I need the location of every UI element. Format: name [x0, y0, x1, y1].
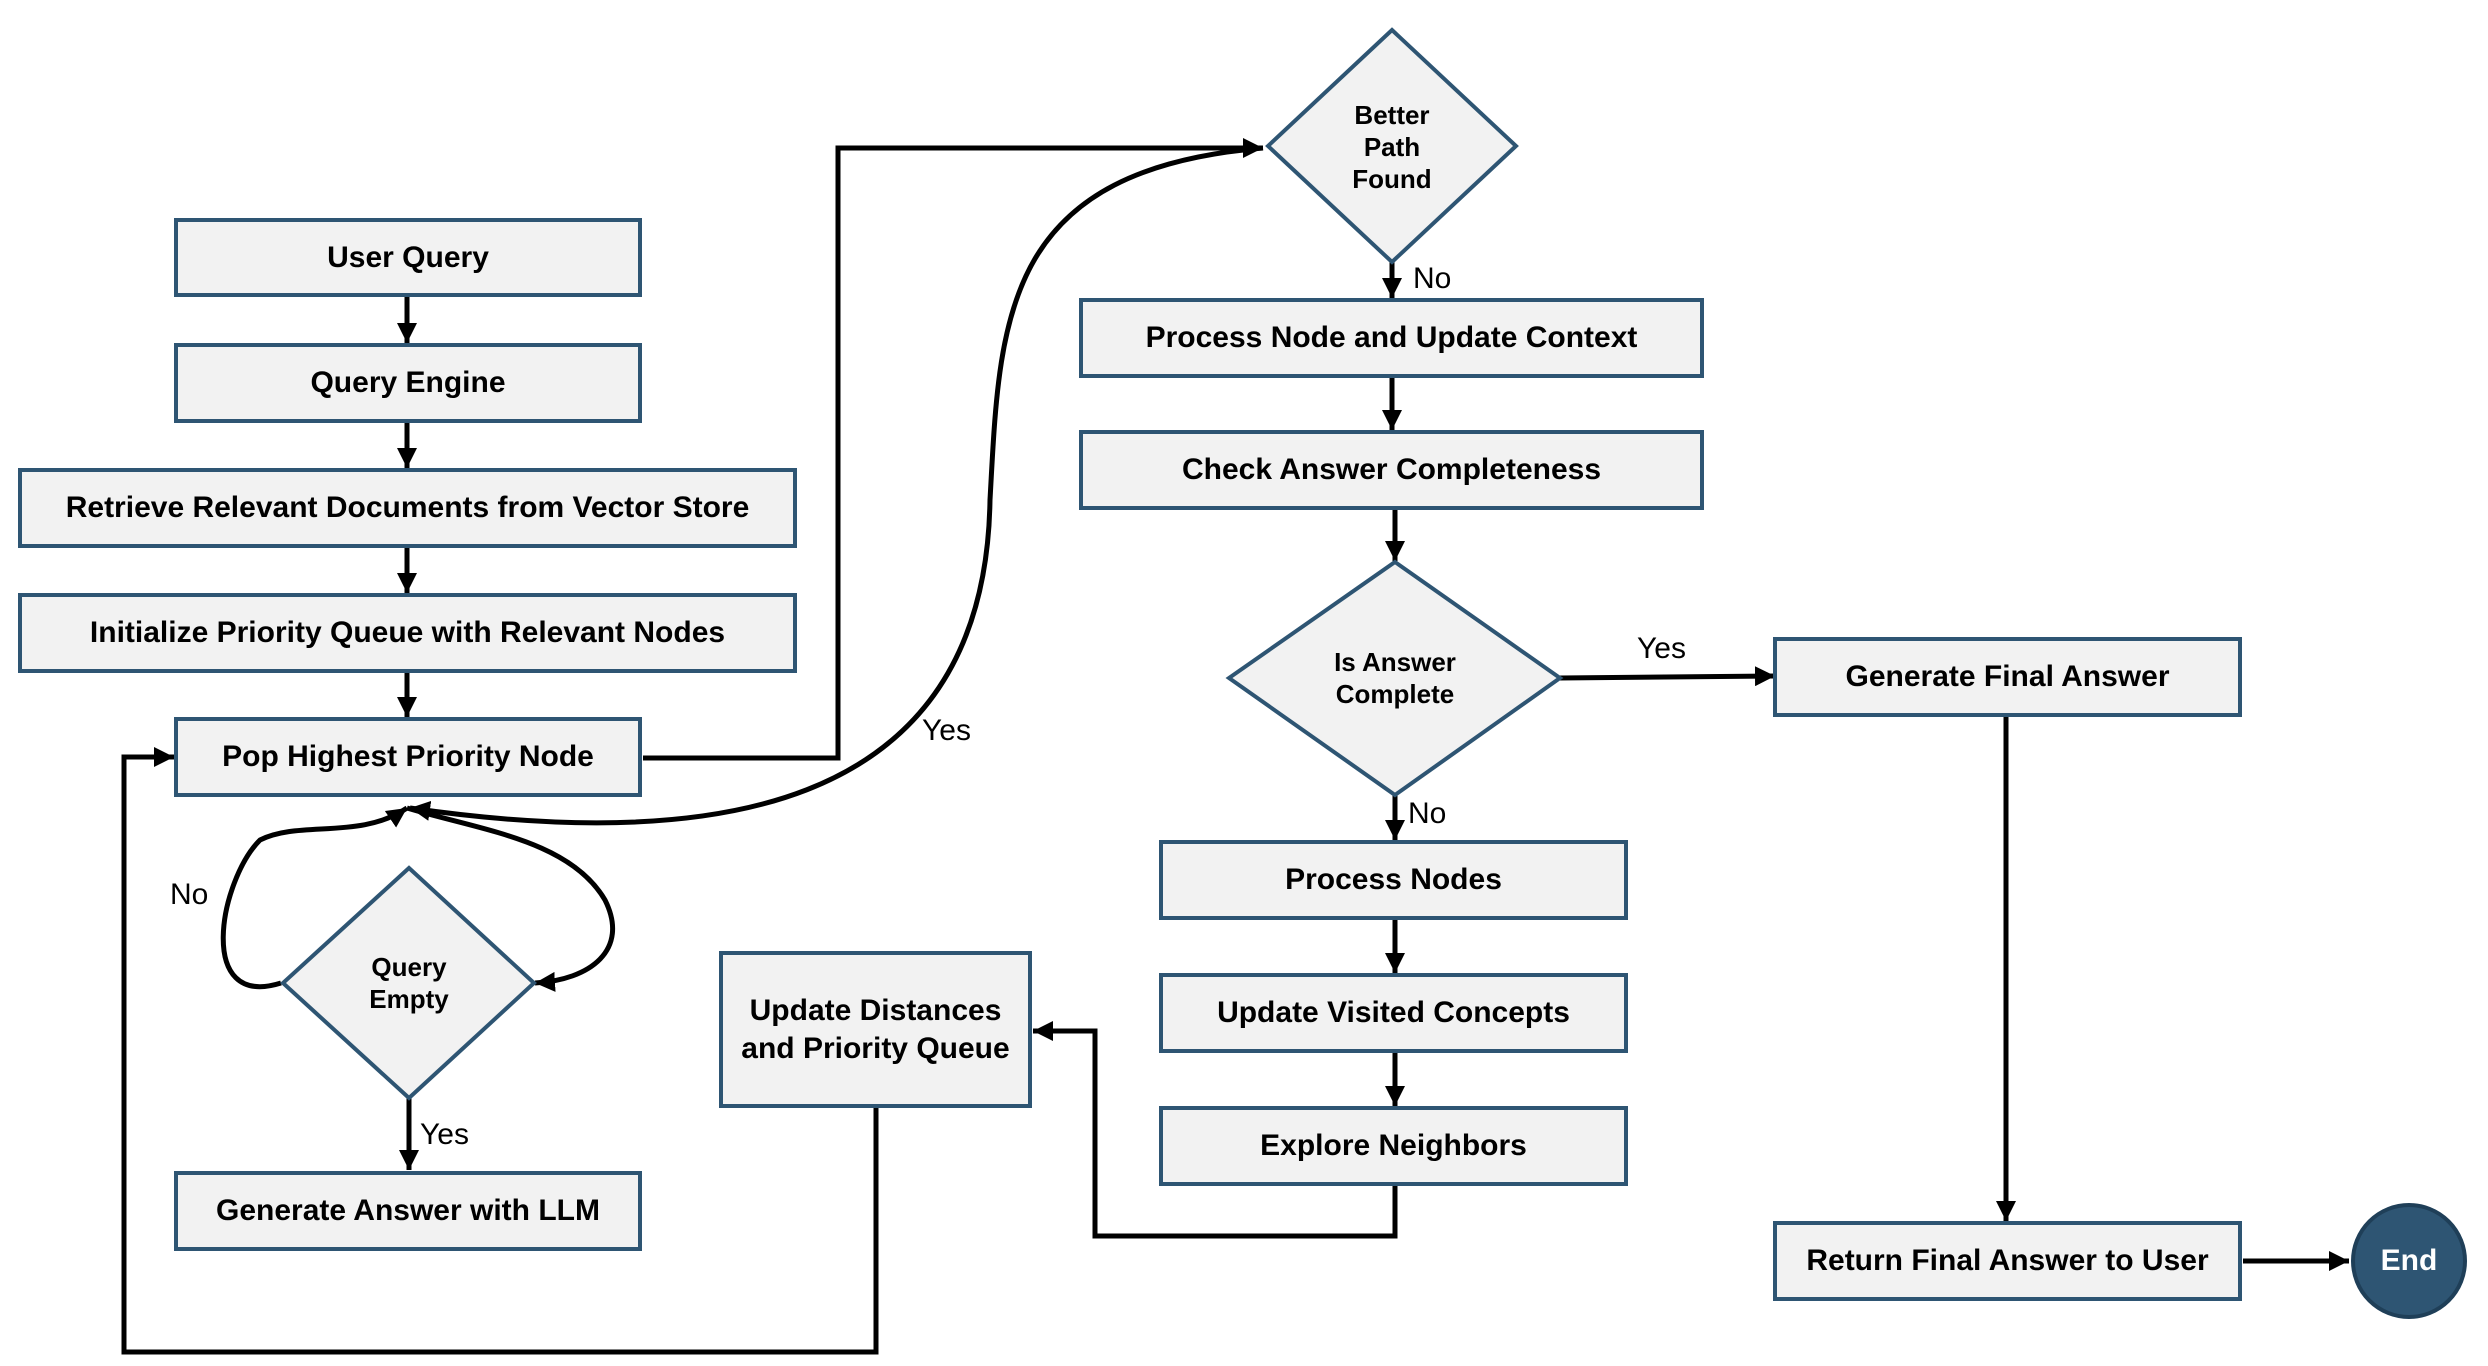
node-query-engine: Query Engine — [174, 343, 642, 423]
node-retrieve-docs-label: Retrieve Relevant Documents from Vector … — [65, 491, 750, 524]
node-init-queue: Initialize Priority Queue with Relevant … — [18, 593, 797, 673]
node-check-completeness-label: Check Answer Completeness — [1181, 453, 1602, 486]
decision-betterpath-text: Better Path Found — [1352, 100, 1432, 194]
decision-betterpath-shape — [1265, 27, 1519, 265]
node-init-queue-label: Initialize Priority Queue with Relevant … — [89, 616, 726, 649]
edge-label-queue-yes: Yes — [420, 1118, 469, 1151]
end-node-shape — [2351, 1203, 2467, 1319]
node-pop-node: Pop Highest Priority Node — [174, 717, 642, 797]
arrow-pop-to-queryempty — [406, 805, 616, 992]
node-update-distances-label: Update Distances and Priority Queue — [741, 993, 1010, 1065]
arrow-betterpath-yes — [409, 145, 1264, 826]
node-update-visited-label: Update Visited Concepts — [1217, 996, 1570, 1029]
node-query-engine-label: Query Engine — [310, 366, 506, 399]
node-check-completeness: Check Answer Completeness — [1079, 430, 1704, 510]
decision-queryempty-label: Query Empty — [350, 950, 468, 1016]
decision-queryempty-shape — [280, 865, 537, 1101]
node-generate-final: Generate Final Answer — [1773, 637, 2242, 717]
arrow-explore-to-updatedistances — [1033, 1021, 1398, 1239]
decision-betterpath-label: Better Path Found — [1320, 95, 1464, 199]
node-generate-llm-label: Generate Answer with LLM — [216, 1194, 600, 1227]
node-update-distances: Update Distances and Priority Queue — [719, 951, 1032, 1108]
node-process-update-context: Process Node and Update Context — [1079, 298, 1704, 378]
edge-label-better-yes: Yes — [922, 714, 971, 747]
arrow-queryempty-no — [220, 805, 409, 989]
node-process-nodes-label: Process Nodes — [1285, 863, 1502, 896]
edge-label-complete-no: No — [1408, 797, 1447, 830]
node-update-visited: Update Visited Concepts — [1159, 973, 1628, 1053]
decision-iscomplete-shape — [1225, 559, 1564, 798]
decision-iscomplete-label: Is Answer Complete — [1290, 645, 1500, 711]
decision-iscomplete-text: Is Answer Complete — [1334, 647, 1456, 709]
edge-label-queue-no: No — [170, 878, 209, 911]
node-generate-llm: Generate Answer with LLM — [174, 1171, 642, 1251]
node-generate-final-label: Generate Final Answer — [1845, 660, 2170, 693]
node-pop-node-label: Pop Highest Priority Node — [222, 740, 594, 773]
arrow-pop-to-betterpath — [643, 138, 1263, 761]
node-explore-neighbors-label: Explore Neighbors — [1260, 1129, 1527, 1162]
node-process-update-context-label: Process Node and Update Context — [1145, 321, 1638, 354]
node-user-query-label: User Query — [327, 240, 489, 274]
node-user-query: User Query — [174, 218, 642, 297]
arrow-iscomplete-yes — [1559, 666, 1776, 687]
edge-label-better-no: No — [1413, 262, 1452, 295]
end-node-label: End — [2380, 1244, 2438, 1277]
node-process-nodes: Process Nodes — [1159, 840, 1628, 920]
decision-queryempty-text: Query Empty — [369, 952, 449, 1014]
node-explore-neighbors: Explore Neighbors — [1159, 1106, 1628, 1186]
node-retrieve-docs: Retrieve Relevant Documents from Vector … — [18, 468, 797, 548]
edge-label-complete-yes: Yes — [1637, 632, 1686, 665]
arrow-updatedistances-to-pop — [121, 747, 879, 1355]
node-return-final: Return Final Answer to User — [1773, 1221, 2242, 1301]
node-return-final-label: Return Final Answer to User — [1806, 1244, 2209, 1277]
